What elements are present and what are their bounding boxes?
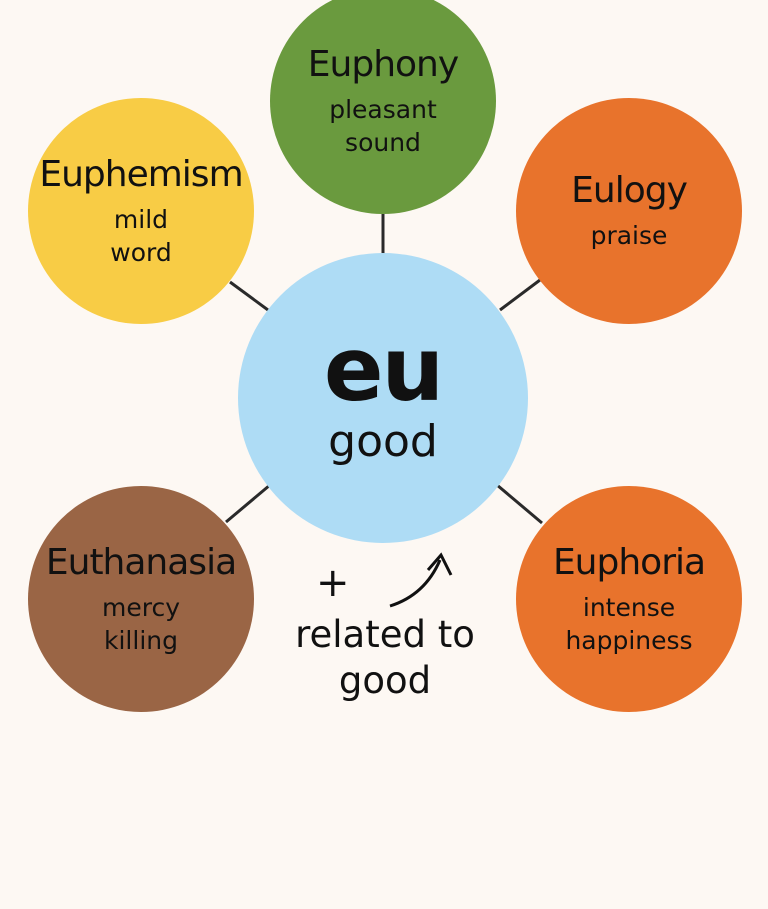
note-line: good <box>338 659 432 702</box>
root-word: eu <box>323 317 444 421</box>
center-root: eu good <box>238 253 528 543</box>
node-word: Euphony <box>307 43 459 85</box>
node-meaning: intense <box>582 592 676 622</box>
node-meaning: happiness <box>565 625 693 655</box>
node-meaning: sound <box>345 127 421 157</box>
plus-icon: + <box>316 560 350 606</box>
node-word: Euthanasia <box>45 541 237 583</box>
node-meaning: word <box>110 237 172 267</box>
node-word: Euphoria <box>552 541 706 583</box>
node-word: Eulogy <box>571 170 688 211</box>
arrow-icon <box>389 559 442 608</box>
note-line: related to <box>295 613 475 656</box>
root-meaning: good <box>328 415 438 467</box>
node-eulogy: Eulogy praise <box>516 98 742 324</box>
node-meaning: pleasant <box>329 94 437 124</box>
node-meaning: praise <box>590 221 668 250</box>
node-meaning: mercy <box>101 592 180 622</box>
node-meaning: mild <box>113 204 169 234</box>
note-text: related to good <box>280 612 490 704</box>
node-word: Euphemism <box>39 153 243 195</box>
node-meaning: killing <box>104 625 178 655</box>
